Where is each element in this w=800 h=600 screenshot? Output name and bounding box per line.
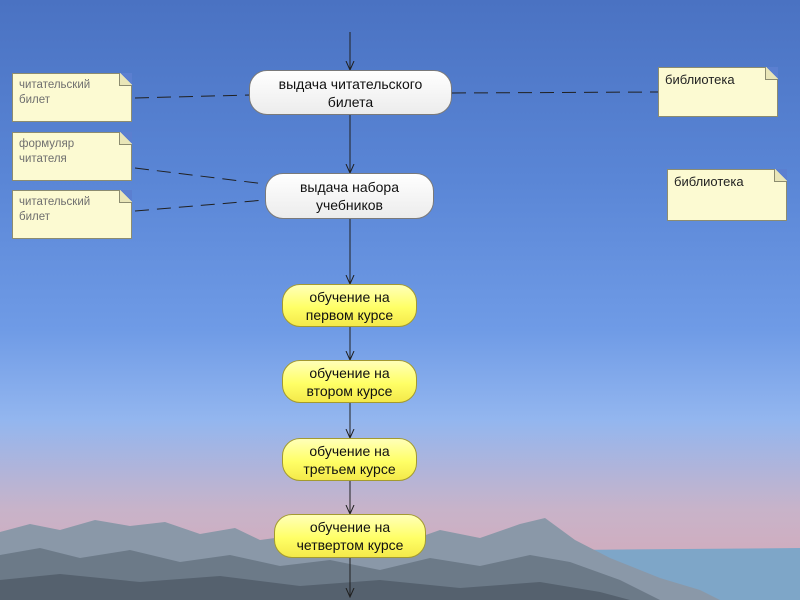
dash-link-note3 bbox=[134, 199, 266, 212]
activity-course-3[interactable]: обучение на третьем курсе bbox=[282, 438, 417, 481]
activity-issue-textbooks[interactable]: выдача набора учебников bbox=[265, 173, 434, 219]
note-label: библиотека bbox=[674, 174, 744, 189]
note-reader-card-1[interactable]: читательский билет bbox=[12, 73, 132, 122]
note-library-2[interactable]: библиотека bbox=[667, 169, 787, 221]
note-fold-icon bbox=[765, 67, 778, 80]
note-fold-icon bbox=[119, 190, 132, 203]
note-label: библиотека bbox=[665, 72, 735, 87]
activity-label: обучение на четвертом курсе bbox=[296, 519, 404, 553]
note-fold-icon bbox=[774, 169, 787, 182]
activity-label: обучение на третьем курсе bbox=[303, 442, 396, 477]
activity-label: обучение на первом курсе bbox=[305, 288, 394, 323]
activity-course-4[interactable]: обучение на четвертом курсе bbox=[274, 514, 426, 558]
note-reader-form[interactable]: формуляр читателя bbox=[12, 132, 132, 181]
dash-link-lib1 bbox=[451, 91, 659, 94]
activity-label: выдача набора учебников bbox=[299, 179, 399, 213]
activity-label: выдача читательского билета bbox=[278, 75, 423, 110]
dash-link-note1 bbox=[134, 94, 251, 99]
activity-issue-card[interactable]: выдача читательского билета bbox=[249, 70, 452, 115]
note-label: читательский билет bbox=[19, 79, 91, 106]
activity-label: обучение на втором курсе bbox=[306, 364, 393, 399]
note-library-1[interactable]: библиотека bbox=[658, 67, 778, 117]
note-label: читательский билет bbox=[19, 196, 91, 223]
activity-course-1[interactable]: обучение на первом курсе bbox=[282, 284, 417, 327]
note-fold-icon bbox=[119, 73, 132, 86]
activity-course-2[interactable]: обучение на втором курсе bbox=[282, 360, 417, 403]
dash-link-note2 bbox=[134, 167, 266, 185]
note-reader-card-2[interactable]: читательский билет bbox=[12, 190, 132, 239]
note-fold-icon bbox=[119, 132, 132, 145]
note-label: формуляр читателя bbox=[19, 138, 75, 165]
mountains-background bbox=[0, 518, 800, 600]
